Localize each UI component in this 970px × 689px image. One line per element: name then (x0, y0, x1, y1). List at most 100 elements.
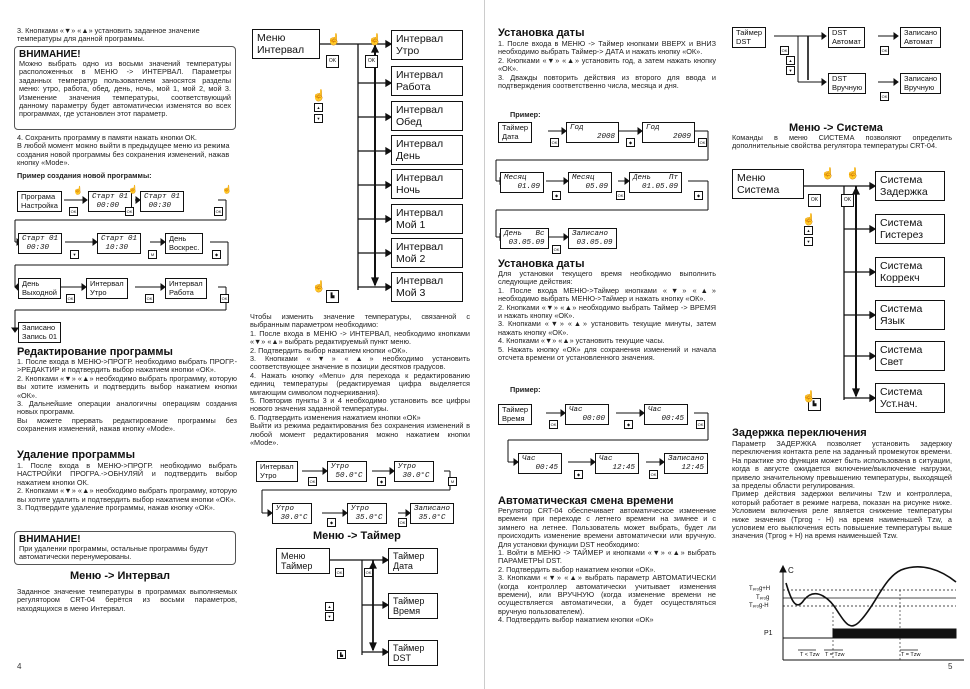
ok-button-icon[interactable]: OK (398, 518, 407, 527)
menu-interval-box: Меню Интервал (252, 29, 320, 59)
interval-my3-box: Интервал Мой 3 (391, 272, 463, 302)
hand-icon: ☝ (222, 185, 232, 194)
ok-button-icon[interactable]: OK (220, 294, 229, 303)
updown-button-icon[interactable]: ◆ (552, 191, 561, 200)
ok-button-icon[interactable]: OK (364, 568, 373, 577)
example-label: Пример: (510, 110, 541, 119)
system-menu-heading: Меню -> Система (789, 122, 883, 134)
delay-heading: Задержка переключения (732, 427, 867, 439)
system-hysteresis-box: Система Гистерез (875, 214, 945, 244)
up-button-icon[interactable]: ▲ (325, 602, 334, 611)
warning-title: ВНИМАНИЕ! (19, 49, 81, 60)
timer-menu-heading: Меню -> Таймер (313, 530, 401, 542)
left-page: 3. Кнопками «▼» «▲» установить заданное … (11, 0, 485, 689)
menu-system-box: Меню Система (732, 169, 804, 199)
lcd-year-2009: Год 2009 (642, 122, 696, 143)
ok-button-icon[interactable]: OK (841, 194, 854, 207)
lcd-start-0030-b: Старт 01 00:30 (18, 233, 63, 254)
ok-button-icon[interactable]: OK (550, 138, 559, 147)
hand-icon: ☝ (312, 90, 326, 102)
interval-work-box: Интервал Работа (391, 66, 463, 96)
up-button-icon[interactable]: ▲ (314, 103, 323, 112)
down-button-icon[interactable]: ▼ (804, 237, 813, 246)
warning-text: При удалении программы, остальные програ… (19, 544, 209, 562)
ok-button-icon[interactable]: OK (616, 191, 625, 200)
ok-button-icon[interactable]: OK (326, 55, 339, 68)
lcd-timer-date: Таймер Дата (498, 122, 533, 143)
updown-button-icon[interactable]: ◆ (624, 420, 633, 429)
updown-button-icon[interactable]: ◆ (694, 191, 703, 200)
down-button-icon[interactable]: ▼ (786, 66, 795, 75)
ok-button-icon[interactable]: OK (308, 477, 317, 486)
ok-button-icon[interactable]: OK (698, 138, 707, 147)
right-page: Установка даты 1. После входа в МЕНЮ -> … (486, 0, 970, 689)
down-button-icon[interactable]: ▼ (325, 612, 334, 621)
lcd-hour-1245: Час 12:45 (595, 453, 640, 474)
lcd-month-0509: Месяц 05.09 (568, 172, 613, 193)
lcd-day-sunday: День Воскрес. (165, 233, 204, 254)
date-setting-heading: Установка даты (498, 27, 585, 39)
lcd-morning-35: Утро 35.0°C (347, 503, 387, 524)
updown-button-icon[interactable]: ◆ (626, 138, 635, 147)
menu-button-icon[interactable]: ▙ (808, 398, 821, 411)
ok-button-icon[interactable]: OK (808, 194, 821, 207)
hand-icon: ☝ (846, 168, 860, 180)
page-number: 4 (17, 662, 22, 671)
menu-button-icon[interactable]: ▙ (326, 290, 339, 303)
up-button-icon[interactable]: ▲ (786, 56, 795, 65)
graph-c-label: C (788, 566, 794, 575)
system-menu-text: Команды в меню СИСТЕМА позволяют определ… (732, 133, 952, 151)
graph-y-tprog-minus-h: Tₚᵣₒg-H (749, 603, 769, 609)
interval-my1-box: Интервал Мой 1 (391, 204, 463, 234)
updown-button-icon[interactable]: ◆ (327, 518, 336, 527)
lcd-start-1030: Старт 01 10:30 (97, 233, 142, 254)
menu-button-icon[interactable]: M (148, 250, 157, 259)
ok-button-icon[interactable]: OK (552, 245, 561, 254)
ok-button-icon[interactable]: OK (69, 207, 78, 216)
lcd-day-sun: День Вс 03.05.09 (500, 228, 549, 249)
graph-t-less-label: T < Tzw (800, 652, 820, 658)
lcd-saved-manual: Записано Вручную (900, 73, 942, 94)
hand-icon: ☝ (802, 391, 816, 403)
ok-button-icon[interactable]: OK (66, 294, 75, 303)
ok-button-icon[interactable]: OK (549, 420, 558, 429)
updown-button-icon[interactable]: ◆ (377, 477, 386, 486)
down-button-icon[interactable]: ▼ (70, 250, 79, 259)
graph-y-tprog-plus-h: Tₚᵣₒg+H (749, 586, 771, 592)
warning-text: Можно выбрать одно из восьми значений те… (19, 59, 231, 119)
updown-button-icon[interactable]: ◆ (574, 470, 583, 479)
lcd-dst-manual: DST Вручную (828, 73, 867, 94)
lcd-year-2008: Год 2008 (566, 122, 620, 143)
ok-button-icon[interactable]: OK (880, 46, 889, 55)
save-program-text: 4. Сохранить программу в памяти нажать к… (17, 133, 230, 168)
ok-button-icon[interactable]: OK (696, 420, 705, 429)
up-button-icon[interactable]: ▲ (804, 226, 813, 235)
ok-button-icon[interactable]: OK (125, 207, 134, 216)
system-defaults-box: Система Уст.нач. (875, 383, 945, 413)
ok-button-icon[interactable]: OK (880, 92, 889, 101)
warning-box-delete: ВНИМАНИЕ! При удалении программы, осталь… (14, 531, 236, 565)
lcd-timer-dst: Таймер DST (732, 27, 767, 48)
lcd-saved-auto: Записано Автомат (900, 27, 942, 48)
lcd-start-0030: Старт 01 00:30 (140, 191, 185, 212)
ok-button-icon[interactable]: OK (780, 46, 789, 55)
menu-button-icon[interactable]: ▙ (337, 650, 346, 659)
edit-program-text: 1. После входа в МЕНЮ->ПРОГР. необходимо… (17, 357, 237, 434)
ok-button-icon[interactable]: OK (649, 470, 658, 479)
hand-icon: ☝ (128, 185, 138, 194)
down-button-icon[interactable]: ▼ (314, 114, 323, 123)
lcd-hour-0045-b: Час 00:45 (518, 453, 563, 474)
system-light-box: Система Свет (875, 341, 945, 371)
ok-button-icon[interactable]: OK (214, 207, 223, 216)
interval-steps-text: Чтобы изменить значение температуры, свя… (250, 313, 470, 448)
page-number: 5 (948, 662, 953, 671)
warning-title: ВНИМАНИЕ! (19, 534, 81, 545)
ok-button-icon[interactable]: OK (145, 294, 154, 303)
delete-program-text: 1. После входа в МЕНЮ->ПРОГР. необходимо… (17, 461, 237, 513)
ok-button-icon[interactable]: OK (335, 568, 344, 577)
menu-button-icon[interactable]: M (448, 477, 457, 486)
delete-program-heading: Удаление программы (17, 449, 135, 461)
lcd-interval-work: Интервал Работа (165, 278, 207, 299)
ok-button-icon[interactable]: OK (365, 55, 378, 68)
updown-button-icon[interactable]: ◆ (212, 250, 221, 259)
